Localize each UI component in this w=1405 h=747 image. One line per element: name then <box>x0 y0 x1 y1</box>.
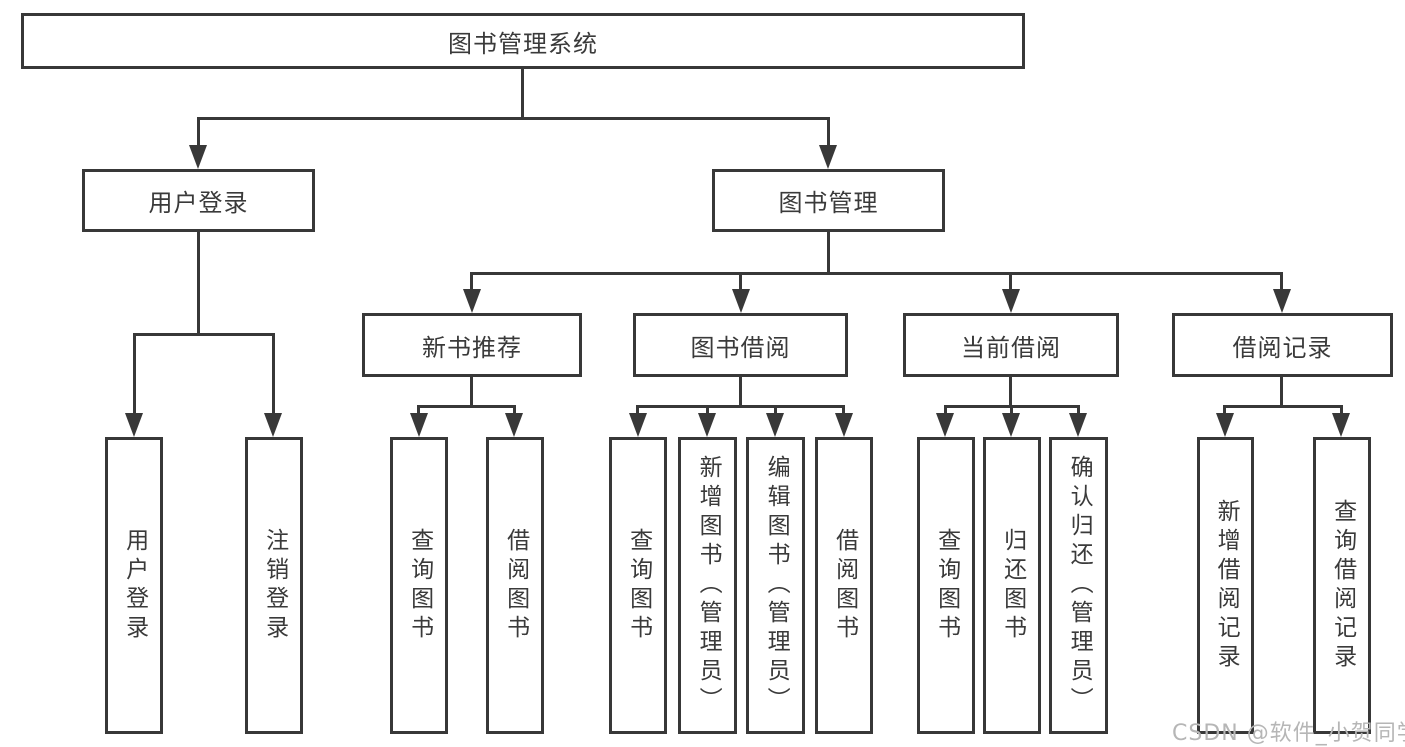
connector-line <box>1077 405 1080 417</box>
leaf-label: 注销登录 <box>261 527 288 644</box>
connector-line <box>417 405 516 408</box>
connector-line <box>1009 272 1012 293</box>
leaf-query-book: 查询图书 <box>917 437 975 734</box>
leaf-confirm-return-admin: 确认归还（管理员） <box>1049 437 1108 734</box>
leaf-logout: 注销登录 <box>245 437 303 734</box>
connector-line <box>470 377 473 405</box>
node-label: 图书管理系统 <box>448 29 598 58</box>
arrowhead-icon <box>766 413 784 437</box>
arrowhead-icon <box>936 413 954 437</box>
arrowhead-icon <box>125 413 143 437</box>
leaf-label: 用户登录 <box>121 527 148 644</box>
node-library-system: 图书管理系统 <box>21 13 1025 69</box>
leaf-query-book: 查询图书 <box>609 437 667 734</box>
connector-line <box>1280 272 1283 293</box>
node-new-book-recommend: 新书推荐 <box>362 313 582 377</box>
leaf-add-book-admin: 新增图书（管理员） <box>678 437 737 734</box>
connector-line <box>521 68 524 117</box>
connector-line <box>133 333 275 336</box>
node-borrowing-records: 借阅记录 <box>1172 313 1393 377</box>
connector-line <box>417 405 420 417</box>
connector-line <box>470 272 473 293</box>
connector-line <box>827 232 830 272</box>
connector-line <box>513 405 516 417</box>
arrowhead-icon <box>505 413 523 437</box>
arrowhead-icon <box>698 413 716 437</box>
connector-line <box>739 377 742 405</box>
node-label: 当前借阅 <box>961 333 1061 362</box>
node-current-borrowing: 当前借阅 <box>903 313 1119 377</box>
leaf-return-book: 归还图书 <box>983 437 1041 734</box>
connector-line <box>827 117 830 148</box>
leaf-label: 确认归还（管理员） <box>1066 455 1093 716</box>
arrowhead-icon <box>835 413 853 437</box>
connector-line <box>1223 405 1342 408</box>
leaf-label: 归还图书 <box>999 527 1026 644</box>
connector-line <box>272 333 275 417</box>
leaf-query-book: 查询图书 <box>390 437 448 734</box>
arrowhead-icon <box>189 145 207 169</box>
arrowhead-icon <box>732 289 750 313</box>
node-user-login: 用户登录 <box>82 169 315 232</box>
node-book-management: 图书管理 <box>712 169 945 232</box>
connector-line <box>470 272 1283 275</box>
connector-line <box>706 405 709 417</box>
node-label: 用户登录 <box>148 189 249 217</box>
node-label: 借阅记录 <box>1232 333 1333 362</box>
connector-line <box>636 405 845 408</box>
connector-line <box>774 405 777 417</box>
leaf-borrow-book: 借阅图书 <box>486 437 544 734</box>
leaf-add-borrow-record: 新增借阅记录 <box>1197 437 1254 734</box>
leaf-label: 查询借阅记录 <box>1329 498 1356 673</box>
connector-line <box>636 405 639 417</box>
connector-line <box>944 405 947 417</box>
node-book-borrowing: 图书借阅 <box>633 313 848 377</box>
leaf-label: 新增图书（管理员） <box>695 455 722 716</box>
arrowhead-icon <box>1332 413 1350 437</box>
connector-line <box>1280 377 1283 405</box>
leaf-edit-book-admin: 编辑图书（管理员） <box>746 437 805 734</box>
arrowhead-icon <box>1216 413 1234 437</box>
leaf-label: 查询图书 <box>933 527 960 644</box>
connector-line <box>197 117 200 148</box>
connector-line <box>1223 405 1226 417</box>
arrowhead-icon <box>1069 413 1087 437</box>
leaf-label: 查询图书 <box>625 527 652 644</box>
leaf-query-borrow-record: 查询借阅记录 <box>1313 437 1371 734</box>
arrowhead-icon <box>1273 289 1291 313</box>
connector-line <box>1340 405 1343 417</box>
arrowhead-icon <box>264 413 282 437</box>
leaf-user-login: 用户登录 <box>105 437 163 734</box>
leaf-borrow-book: 借阅图书 <box>815 437 873 734</box>
connector-line <box>842 405 845 417</box>
arrowhead-icon <box>1002 413 1020 437</box>
leaf-label: 查询图书 <box>406 527 433 644</box>
arrowhead-icon <box>1002 289 1020 313</box>
connector-line <box>133 333 136 417</box>
connector-line <box>1010 405 1013 417</box>
arrowhead-icon <box>410 413 428 437</box>
leaf-label: 借阅图书 <box>831 527 858 644</box>
node-label: 新书推荐 <box>422 333 522 362</box>
node-label: 图书管理 <box>778 189 879 217</box>
leaf-label: 借阅图书 <box>502 527 529 644</box>
node-label: 图书借阅 <box>690 333 791 362</box>
connector-line <box>197 232 200 333</box>
arrowhead-icon <box>629 413 647 437</box>
arrowhead-icon <box>463 289 481 313</box>
connector-line <box>1009 377 1012 405</box>
connector-line <box>739 272 742 293</box>
leaf-label: 新增借阅记录 <box>1213 498 1240 673</box>
csdn-watermark: CSDN @软件_小贺同学 <box>1172 721 1405 746</box>
connector-line <box>197 117 830 120</box>
arrowhead-icon <box>819 145 837 169</box>
leaf-label: 编辑图书（管理员） <box>763 455 790 716</box>
